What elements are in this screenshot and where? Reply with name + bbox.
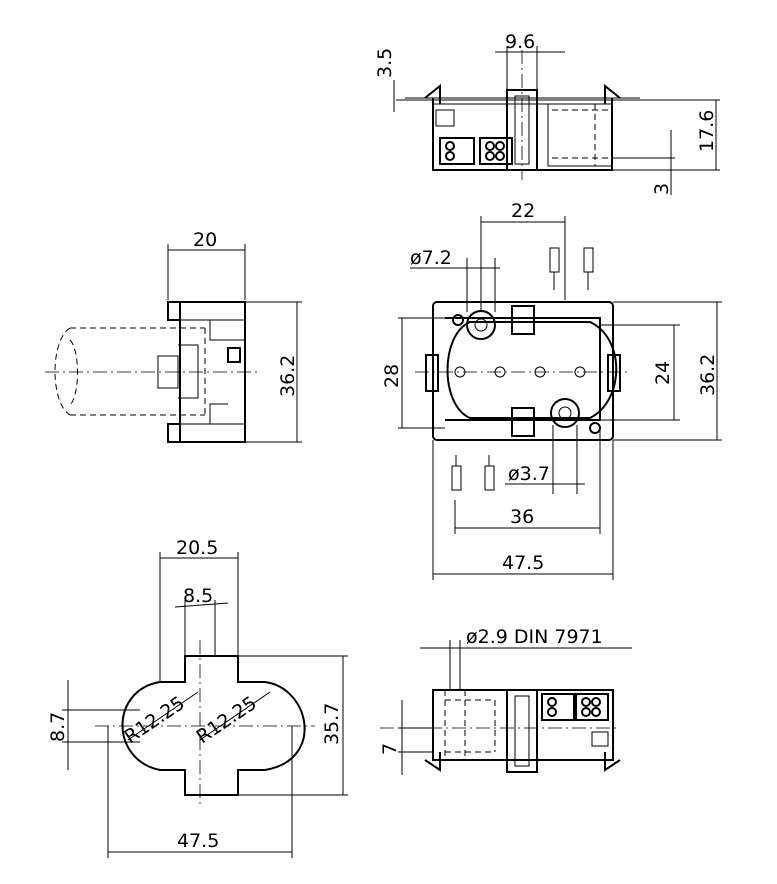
dim-top-height: 17.6 (696, 110, 718, 152)
dim-cutout-top-width: 20.5 (176, 537, 218, 559)
dim-side-depth: 20 (193, 229, 217, 251)
side-view: 20 36.2 (45, 229, 302, 443)
dim-front-inner-width: 36 (510, 506, 534, 528)
dim-top-bottom: 3 (651, 183, 673, 195)
dim-cutout-slot-width: 8.5 (183, 585, 213, 607)
top-view: 9.6 3.5 17.6 3 (374, 31, 720, 195)
dim-top-width: 9.6 (505, 31, 535, 53)
dim-cutout-side-notch: 8.7 (47, 712, 69, 742)
front-view: 22 ø7.2 28 24 36.2 ø3.7 36 47.5 (381, 200, 722, 580)
dim-front-outer-width: 47.5 (502, 552, 544, 574)
dim-cutout-height: 35.7 (321, 703, 343, 745)
dim-front-hole-spacing: 22 (511, 200, 535, 222)
dim-front-inner-height: 28 (381, 364, 403, 388)
dim-front-slot-height: 24 (652, 361, 674, 385)
dim-front-hole-dia-small: ø3.7 (508, 463, 550, 485)
dim-side-height: 36.2 (277, 355, 299, 397)
dim-front-hole-dia-large: ø7.2 (410, 247, 452, 269)
dim-cutout-radius-right: R12.25 (192, 692, 260, 748)
cutout-view: R12.25 R12.25 20.5 8.5 8.7 35.7 47.5 (47, 537, 348, 858)
dim-top-flange: 3.5 (374, 48, 396, 78)
bottom-view: ø2.9 DIN 7971 7 (379, 626, 632, 775)
dim-bottom-offset: 7 (379, 743, 401, 755)
dim-front-outer-height: 36.2 (697, 354, 719, 396)
dim-cutout-width: 47.5 (177, 830, 219, 852)
dim-bottom-screw: ø2.9 DIN 7971 (466, 626, 603, 648)
